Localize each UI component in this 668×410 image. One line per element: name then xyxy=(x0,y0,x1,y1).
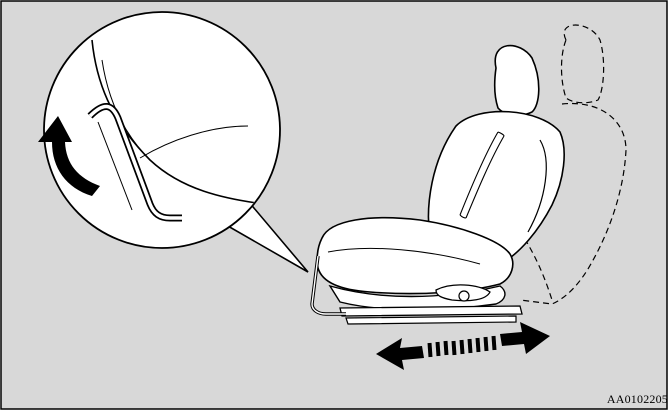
seat-rail-lower xyxy=(346,316,516,324)
figure-reference-code: AA0102205 xyxy=(607,392,668,407)
detail-magnifier xyxy=(44,12,282,248)
recline-lever-knob xyxy=(459,291,469,301)
seat-rail xyxy=(340,306,522,316)
